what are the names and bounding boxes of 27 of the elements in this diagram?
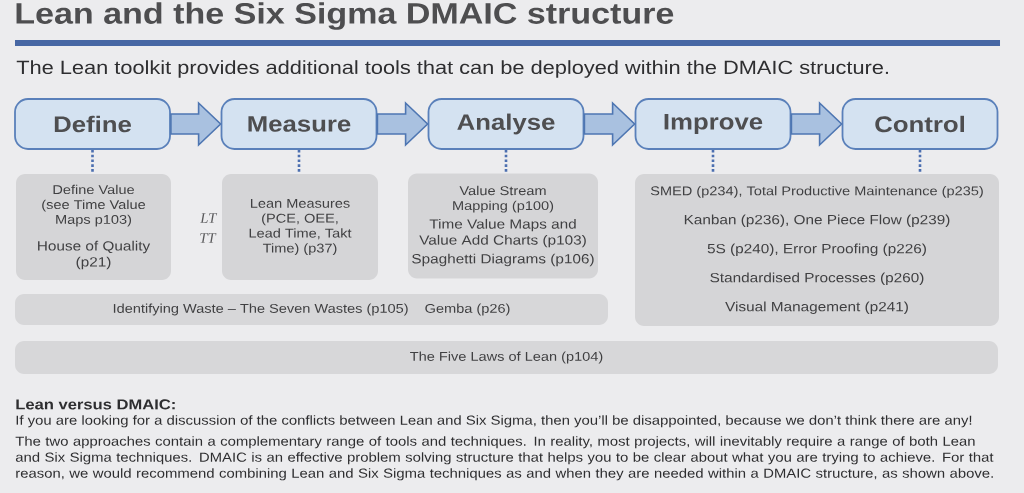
dotted-connector (711, 149, 715, 174)
phase-box: Control (841, 98, 999, 150)
tools-band: Identifying Waste – The Seven Wastes (p105) Gemba (p26) (15, 294, 608, 325)
section-heading: Lean versus DMAIC: (16, 399, 175, 410)
phase-box: Define (14, 98, 171, 150)
body-text: The two approaches contain a complementary range of tools and techniques. In reality, most projects, will inevitably require a range of both Lean and Six Sigma techniques. DMAIC is an effective problem solving structure that helps you to be clear about what you are trying to achieve. For that reason, we would recommend combining Lean and Six Sigma techniques as and when they are needed within a DMAIC structure, as shown above. (15, 436, 994, 481)
tools-panel: Lean Measures (PCE, OEE, Lead Time, Takt Time) (p37) (222, 174, 378, 280)
handwritten-note: TT (200, 233, 217, 243)
tools-band: The Five Laws of Lean (p104) (15, 341, 998, 374)
dotted-connector (297, 149, 301, 174)
dotted-connector (504, 149, 508, 174)
body-text: If you are looking for a discussion of the conflicts between Lean and Six Sigma, then you’ll be disappointed, because we don’t think there are any! (16, 415, 972, 428)
block-arrow (376, 101, 429, 147)
handwritten-note: LT (200, 213, 218, 223)
block-arrow (170, 101, 222, 147)
phase-box: Improve (634, 98, 792, 150)
tools-panel: SMED (p234), Total Productive Maintenance (p235) Kanban (p236), One Piece Flow (p239) 5S (p240), Error Proofing (p226) Standardised Processes (p260) Visual Management (p241) (635, 174, 999, 326)
block-arrow (583, 101, 636, 147)
title-text: Lean and the Six Sigma DMAIC structure (16, 2, 674, 30)
phase-box: Analyse (427, 98, 585, 150)
phase-box: Measure (220, 98, 378, 150)
subtitle-text: The Lean toolkit provides additional tools that can be deployed within the DMAIC structure. (16, 60, 888, 78)
dotted-connector (91, 149, 94, 174)
tools-panel: Value Stream Mapping (p100) Time Value Maps and Value Add Charts (p103) Spaghetti Diagrams (p106) (408, 173, 598, 279)
tools-panel: Define Value (see Time Value Maps p103) House of Quality (p21) (16, 174, 171, 280)
dotted-connector (918, 149, 922, 174)
block-arrow (790, 101, 843, 147)
